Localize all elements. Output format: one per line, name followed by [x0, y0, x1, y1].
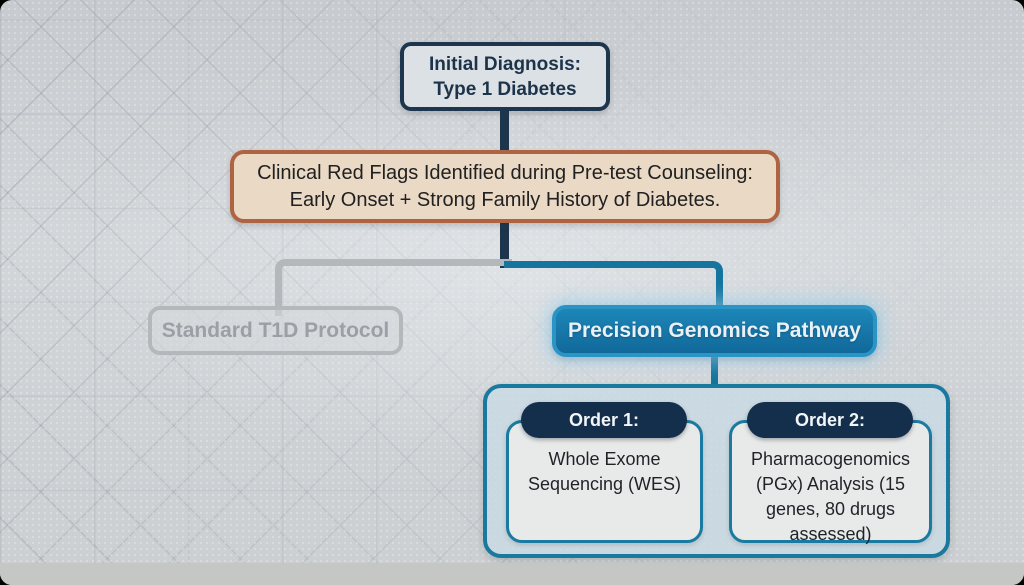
order-2-body: Pharmacogenomics (PGx) Analysis (15 gene… — [750, 449, 911, 544]
order-1-body: Whole Exome Sequencing (WES) — [527, 449, 682, 494]
red-flags-line1: Clinical Red Flags Identified during Pre… — [257, 161, 753, 184]
order-1-pill: Order 1: — [521, 402, 687, 438]
initial-diagnosis-line1: Initial Diagnosis: — [428, 53, 582, 75]
node-initial-diagnosis: Initial Diagnosis: Type 1 Diabetes — [400, 42, 610, 111]
order-1-title: Order 1: — [568, 409, 640, 430]
red-flags-line2: Early Onset + Strong Family History of D… — [289, 188, 721, 211]
order-card-2 — [729, 420, 932, 543]
connector-branch-right — [504, 261, 723, 315]
node-standard-protocol: Standard T1D Protocol — [148, 306, 403, 355]
order-2-pill: Order 2: — [747, 402, 913, 438]
order-2-title: Order 2: — [794, 409, 866, 430]
connector-branch-left — [275, 259, 512, 316]
standard-protocol-label: Standard T1D Protocol — [161, 318, 390, 342]
bottom-letterbox-strip — [0, 563, 1024, 585]
connector-redflags-stem — [500, 220, 509, 268]
precision-pathway-label: Precision Genomics Pathway — [568, 319, 861, 342]
connector-initial-to-redflags — [500, 108, 509, 154]
connector-precision-to-orders — [711, 352, 718, 386]
node-red-flags: Clinical Red Flags Identified during Pre… — [230, 150, 780, 223]
initial-diagnosis-line2: Type 1 Diabetes — [433, 78, 577, 100]
node-precision-pathway: Precision Genomics Pathway — [552, 305, 877, 357]
